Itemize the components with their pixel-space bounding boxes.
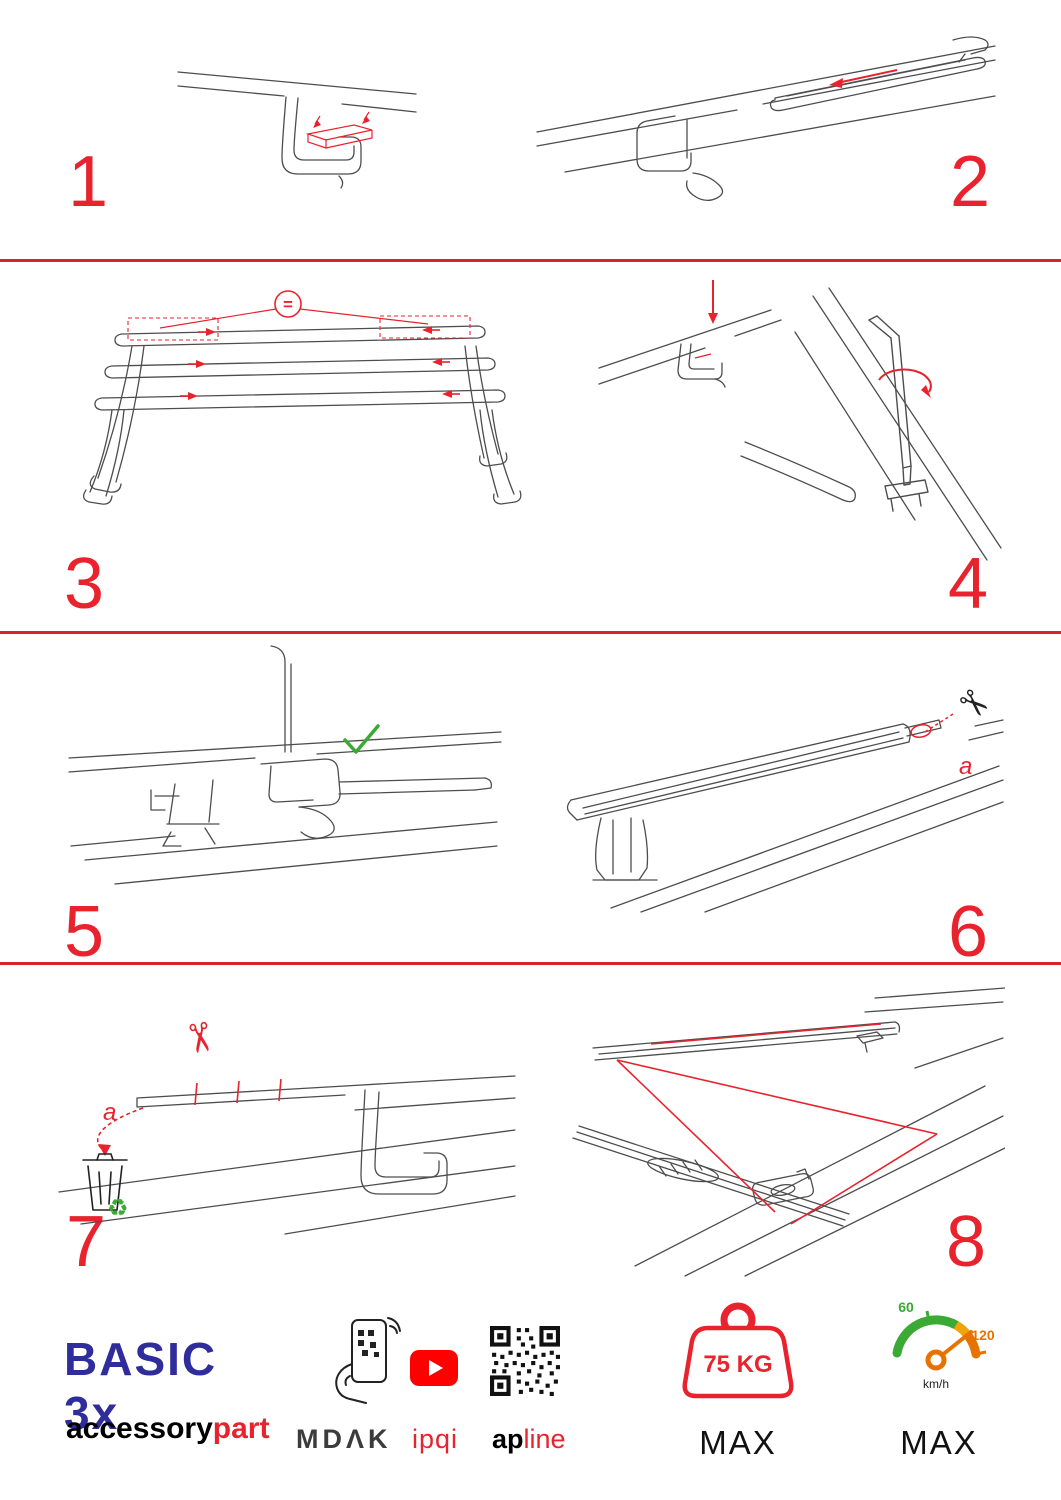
speed-low-value: 60 [898, 1299, 914, 1315]
section-divider-3 [0, 962, 1061, 965]
mounted-clamp [68, 645, 502, 885]
step-6-number: 6 [948, 892, 989, 972]
step-1-illustration [177, 71, 417, 189]
brand-logo: accessorypart [66, 1412, 269, 1446]
qr-code [490, 1326, 560, 1396]
door-frame-and-clamp [177, 71, 417, 189]
speed-high-value: 120 [971, 1327, 995, 1343]
equal-sign: = [283, 295, 293, 314]
part-label-a: a [959, 753, 972, 780]
insert-arrows [313, 116, 370, 128]
step-4-illustration [598, 280, 1002, 561]
scan-phone-icon [335, 1317, 401, 1404]
step-3-number: 3 [64, 544, 105, 624]
mdak-logo: MDΛK [296, 1424, 392, 1454]
section-divider-2 [0, 631, 1061, 634]
support-feet [82, 345, 522, 505]
apline-logo-red: line [523, 1424, 566, 1454]
step-7-illustration: ✂ a ♻ [58, 1018, 516, 1235]
crossbar-with-strip [566, 719, 1004, 913]
max-speed-label: MAX [900, 1424, 978, 1461]
clamp-with-excess-strip [58, 1075, 516, 1235]
scissors-icon: ✂ [949, 678, 999, 729]
rod-insert-arrow [694, 280, 718, 359]
max-load-value: 75 KG [703, 1351, 772, 1378]
step-7-number: 7 [66, 1202, 107, 1282]
part-label-a: a [103, 1099, 116, 1126]
step-1-number: 1 [68, 142, 109, 222]
apline-logo-black: ap [492, 1424, 524, 1454]
speed-unit: km/h [923, 1377, 949, 1391]
roof-with-adapters [572, 987, 1005, 1277]
product-logo: BASIC 3x [64, 1333, 218, 1439]
step-6-illustration: ✂ a [566, 678, 1004, 913]
apline-logo: apline [492, 1424, 566, 1455]
scissors-icon: ✂ [174, 1018, 223, 1059]
step-8-illustration [572, 987, 1005, 1277]
clamp-and-rail [598, 287, 1002, 561]
step-3-illustration: = [82, 290, 522, 505]
brand-logo-red: part [212, 1412, 270, 1445]
slide-arrow [829, 69, 898, 88]
adjust-arrows [180, 326, 460, 400]
recycle-icon: ♻ [107, 1195, 129, 1222]
discard-arrowhead [98, 1144, 111, 1156]
alignment-lines [616, 1023, 938, 1225]
youtube-icon [410, 1350, 458, 1386]
equal-spacing-annotation: = [127, 290, 471, 341]
section-divider-1 [0, 259, 1061, 262]
step-5-number: 5 [64, 892, 105, 972]
rubber-pad-insert [305, 111, 373, 149]
step-2-illustration [536, 36, 996, 202]
step-4-number: 4 [948, 544, 989, 624]
step-2-number: 2 [950, 142, 991, 222]
cut-marks [96, 1078, 282, 1151]
max-load-label: MAX [699, 1424, 777, 1461]
roof-rail-and-clamp [536, 36, 996, 202]
allen-key [868, 315, 929, 512]
cut-annotation: a [910, 713, 972, 780]
trash-icon [82, 1153, 128, 1211]
three-crossbars [94, 325, 506, 411]
ipqi-logo: ipqi [412, 1424, 459, 1454]
speedometer-icon: 60 120 km/h [892, 1299, 995, 1391]
step-5-illustration [68, 645, 502, 885]
step-8-number: 8 [946, 1202, 987, 1282]
brand-logo-black: accessory [66, 1412, 213, 1445]
max-load-icon: 75 KG [682, 1302, 794, 1399]
rotate-arrow [878, 368, 932, 398]
check-icon [343, 724, 380, 754]
